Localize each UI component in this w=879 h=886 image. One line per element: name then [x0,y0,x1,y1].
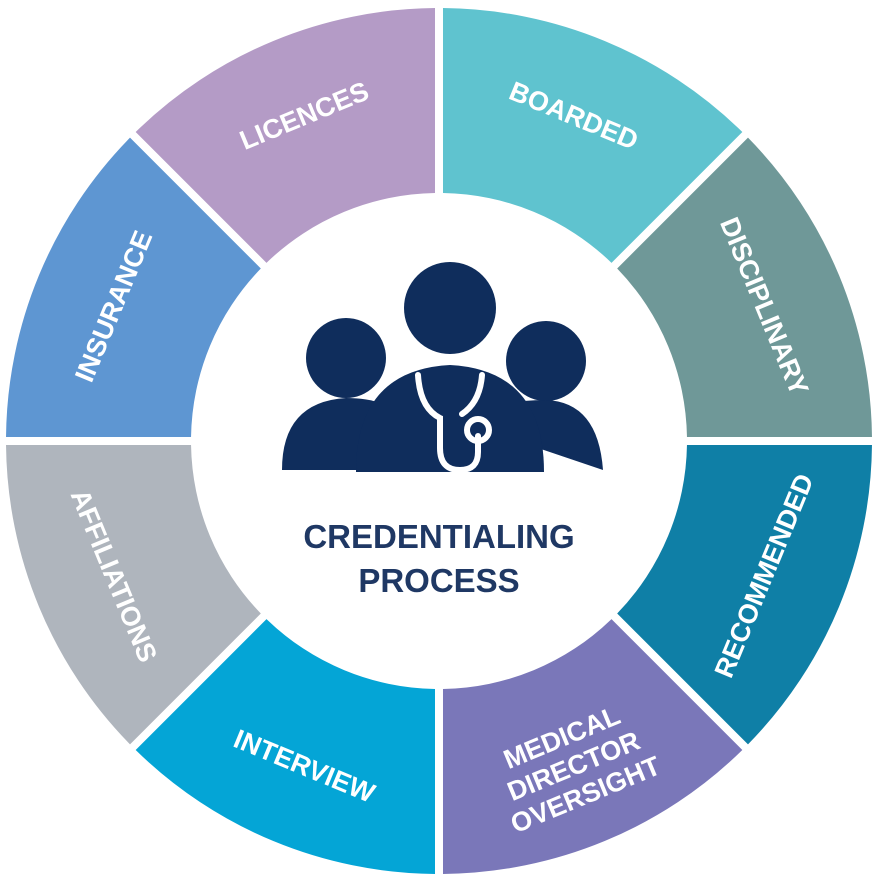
segment-disciplinary [617,137,872,438]
medical-team-stethoscope-icon [282,262,603,474]
segment-insurance [6,137,261,438]
segment-interview [135,619,436,874]
segment-medical-director-oversight [442,619,743,874]
segment-recommended [617,444,872,745]
wheel-segments: BOARDEDDISCIPLINARYRECOMMENDEDMEDICALDIR… [6,8,872,874]
segment-boarded [442,8,743,263]
segment-affiliations [6,444,261,745]
center-title-line-2: PROCESS [358,562,519,599]
segment-licences [135,8,436,263]
center-title-line-1: CREDENTIALING [303,518,574,555]
